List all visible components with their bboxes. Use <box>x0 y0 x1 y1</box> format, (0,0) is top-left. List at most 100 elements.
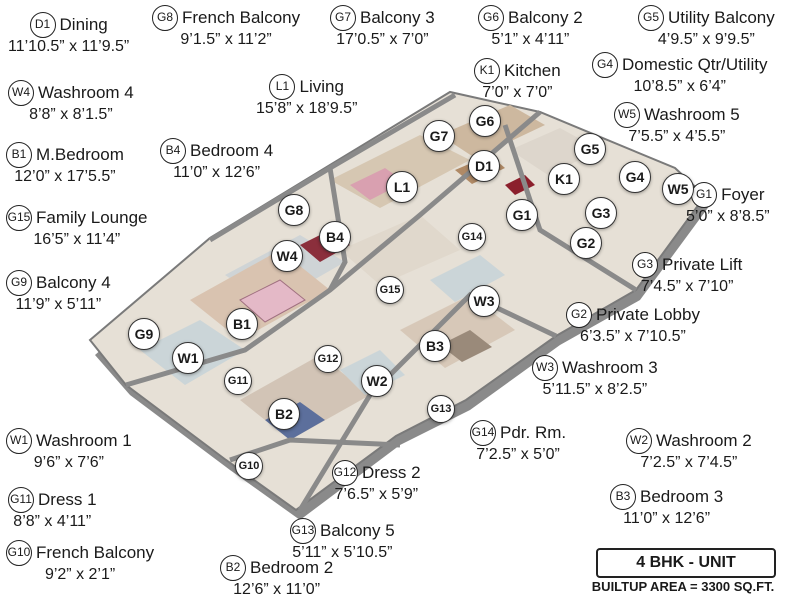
room-dimensions: 7’5.5” x 4’5.5” <box>628 128 726 145</box>
room-dimensions: 5’11.5” x 8’2.5” <box>542 381 648 398</box>
room-dimensions: 8’8” x 4’11” <box>13 513 92 530</box>
room-name: Private Lobby <box>596 305 700 325</box>
room-code-badge: G5 <box>638 5 664 31</box>
plan-marker-b1: B1 <box>226 308 258 340</box>
room-dimensions: 9’6” x 7’6” <box>33 454 104 471</box>
plan-marker-g12: G12 <box>314 345 342 373</box>
room-dimensions: 15’8” x 18’9.5” <box>256 100 358 117</box>
room-name: Washroom 1 <box>36 431 132 451</box>
plan-marker-g13: G13 <box>427 395 455 423</box>
room-name: Bedroom 2 <box>250 558 334 578</box>
plan-marker-g7: G7 <box>423 120 455 152</box>
room-name: Kitchen <box>504 61 561 81</box>
room-dimensions: 7’6.5” x 5’9” <box>334 486 419 503</box>
room-dimensions: 6’3.5” x 7’10.5” <box>580 328 686 345</box>
plan-marker-g15: G15 <box>376 276 404 304</box>
room-dimensions: 17’0.5” x 7’0” <box>336 31 429 48</box>
plan-marker-b3: B3 <box>419 330 451 362</box>
plan-marker-g14: G14 <box>458 223 486 251</box>
plan-marker-l1: L1 <box>386 171 418 203</box>
room-code-badge: G11 <box>8 487 34 513</box>
room-dimensions: 10’8.5” x 6’4” <box>633 78 726 95</box>
plan-marker-k1: K1 <box>548 163 580 195</box>
plan-marker-g11: G11 <box>224 367 252 395</box>
room-name: Dress 1 <box>38 490 97 510</box>
room-code-badge: G7 <box>330 5 356 31</box>
room-dimensions: 7’0” x 7’0” <box>482 84 553 101</box>
room-code-badge: G13 <box>290 518 316 544</box>
plan-marker-g6: G6 <box>469 105 501 137</box>
room-dimensions: 11’10.5” x 11’9.5” <box>8 38 130 55</box>
room-code-badge: K1 <box>474 58 500 84</box>
plan-marker-w1: W1 <box>172 342 204 374</box>
plan-marker-g5: G5 <box>574 133 606 165</box>
plan-marker-g3: G3 <box>585 197 617 229</box>
plan-marker-b4: B4 <box>319 221 351 253</box>
room-name: French Balcony <box>36 543 155 563</box>
room-name: Bedroom 4 <box>190 141 274 161</box>
room-code-badge: B2 <box>220 555 246 581</box>
room-code-badge: W1 <box>6 428 32 454</box>
room-name: Washroom 3 <box>562 358 658 378</box>
room-dimensions: 12’0” x 17’5.5” <box>14 168 116 185</box>
room-dimensions: 5’1” x 4’11” <box>491 31 570 48</box>
room-code-badge: G6 <box>478 5 504 31</box>
room-name: Foyer <box>721 185 765 205</box>
room-name: Bedroom 3 <box>640 487 724 507</box>
room-dimensions: 11’0” x 12’6” <box>173 164 261 181</box>
plan-marker-g1: G1 <box>506 199 538 231</box>
room-code-badge: B1 <box>6 142 32 168</box>
room-dimensions: 11’9” x 5’11” <box>15 296 102 313</box>
plan-marker-g10: G10 <box>235 452 263 480</box>
room-name: Washroom 5 <box>644 105 740 125</box>
room-code-badge: G14 <box>470 420 496 446</box>
room-name: Washroom 4 <box>38 83 134 103</box>
room-name: Living <box>299 77 344 97</box>
room-name: Family Lounge <box>36 208 148 228</box>
room-name: Balcony 4 <box>36 273 111 293</box>
room-code-badge: L1 <box>269 74 296 100</box>
room-code-badge: G3 <box>632 252 658 278</box>
room-name: French Balcony <box>182 8 301 28</box>
room-code-badge: G10 <box>6 540 32 566</box>
unit-type-badge: 4 BHK - UNIT <box>596 548 776 578</box>
room-name: Dress 2 <box>362 463 421 483</box>
room-name: M.Bedroom <box>36 145 124 165</box>
room-name: Dining <box>59 15 108 35</box>
room-code-badge: G15 <box>6 205 32 231</box>
room-code-badge: G4 <box>592 52 618 78</box>
room-dimensions: 7’2.5” x 7’4.5” <box>640 454 738 471</box>
plan-marker-g4: G4 <box>619 161 651 193</box>
room-dimensions: 4’9.5” x 9’9.5” <box>657 31 755 48</box>
room-name: Private Lift <box>662 255 743 275</box>
room-name: Balcony 2 <box>508 8 583 28</box>
room-name: Balcony 3 <box>360 8 435 28</box>
plan-marker-b2: B2 <box>268 398 300 430</box>
room-dimensions: 8’8” x 8’1.5” <box>29 106 113 123</box>
room-code-badge: B3 <box>610 484 636 510</box>
room-dimensions: 9’2” x 2’1” <box>44 566 116 583</box>
room-dimensions: 5’11” x 5’10.5” <box>292 544 393 561</box>
plan-marker-g8: G8 <box>278 194 310 226</box>
room-code-badge: W4 <box>8 80 34 106</box>
